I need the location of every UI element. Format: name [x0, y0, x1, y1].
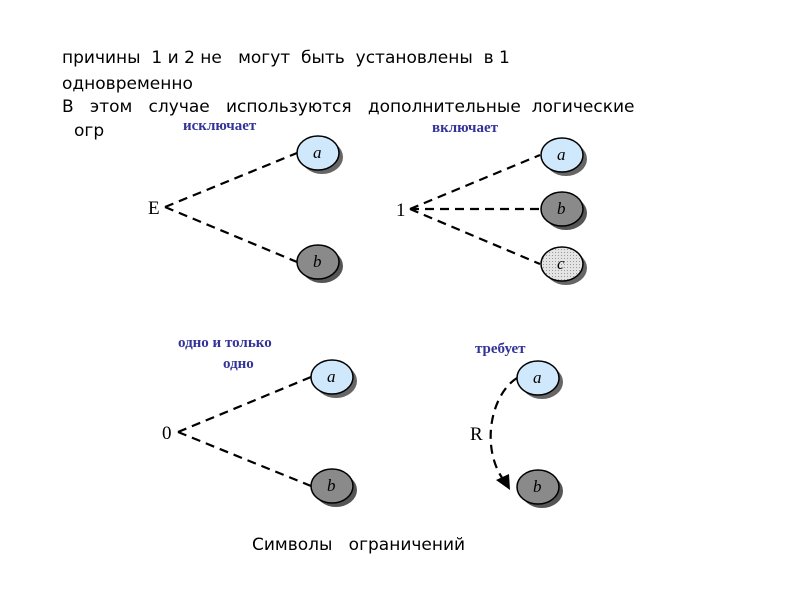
requires-arrow — [489, 377, 518, 483]
includes-symbol: 1 — [396, 200, 406, 221]
includes-diagram: включает 1 a b c — [396, 120, 587, 285]
node-a — [296, 135, 340, 171]
text-line-3: В этом случае используются дополнительны… — [62, 97, 635, 117]
node-a-label: a — [313, 143, 322, 162]
node-c-label: c — [557, 254, 565, 273]
one-only-label-1: одно и только — [178, 335, 272, 351]
node-b — [296, 244, 340, 280]
includes-label: включает — [432, 120, 499, 136]
node-b — [540, 191, 584, 227]
node-b — [516, 469, 560, 505]
node-b — [310, 468, 354, 504]
text-line-2: одновременно — [62, 74, 193, 94]
arrowhead-icon — [496, 474, 510, 490]
node-a-label: a — [533, 368, 542, 387]
node-a-label: a — [327, 367, 336, 386]
excludes-diagram: исключает E a b — [148, 118, 343, 283]
connector-lines — [164, 151, 298, 264]
connector-lines — [177, 375, 312, 488]
node-b-label: b — [327, 476, 336, 495]
node-c — [540, 246, 584, 282]
node-a — [516, 360, 560, 396]
node-b-label: b — [313, 252, 322, 271]
one-only-label-2: одно — [223, 356, 254, 372]
text-line-1: причины 1 и 2 не могут быть установлены … — [62, 48, 510, 68]
one-only-diagram: одно и только одно 0 a b — [162, 335, 357, 507]
excludes-symbol: E — [148, 198, 160, 219]
node-a — [540, 137, 584, 173]
node-b-label: b — [557, 199, 566, 218]
connector-lines — [409, 153, 541, 266]
requires-diagram: требует R a b — [470, 341, 563, 508]
one-only-symbol: 0 — [162, 423, 172, 444]
node-a-label: a — [557, 145, 566, 164]
caption: Символы ограничений — [252, 535, 466, 555]
excludes-label: исключает — [183, 118, 257, 134]
text-line-4: огр — [74, 121, 105, 141]
node-a — [310, 359, 354, 395]
requires-label: требует — [475, 341, 526, 357]
node-b-label: b — [533, 477, 542, 496]
requires-symbol: R — [470, 424, 483, 445]
